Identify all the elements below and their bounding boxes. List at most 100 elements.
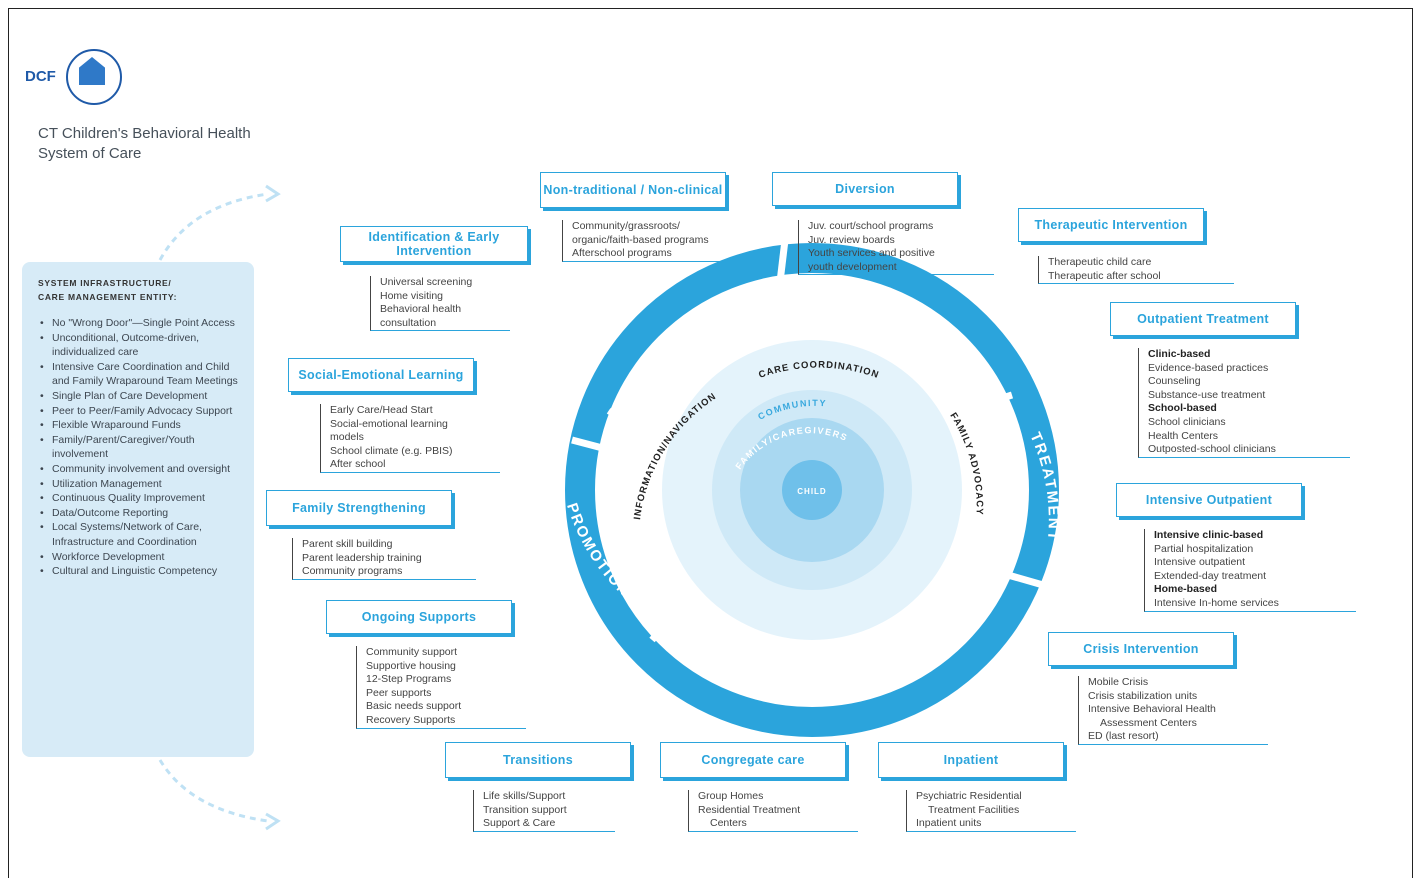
social-emotional-title: Social-Emotional Learning [288,358,474,392]
nontraditional-items: Community/grassroots/ organic/faith-base… [562,220,762,262]
ongoing-supports-title: Ongoing Supports [326,600,512,634]
infrastructure-item: Intensive Care Coordination and Child an… [38,360,240,389]
list-item: consultation [380,316,437,329]
title-line-1: CT Children's Behavioral Health [38,125,251,142]
infrastructure-item: Community involvement and oversight [38,462,240,477]
infrastructure-list: No "Wrong Door"—Single Point Access Unco… [38,316,240,579]
infrastructure-heading-line-2: CARE MANAGEMENT ENTITY: [38,292,178,302]
list-item: Centers [710,817,747,830]
intensive-outpatient-items: Intensive clinic-based Partial hospitali… [1144,529,1356,612]
intensive-outpatient-title: Intensive Outpatient [1116,483,1302,517]
diversion-items: Juv. court/school programs Juv. review b… [798,220,994,276]
infrastructure-heading: SYSTEM INFRASTRUCTURE/ CARE MANAGEMENT E… [38,276,240,304]
page-title: CT Children's Behavioral Health System o… [38,124,338,164]
dashed-arrow-top [158,184,281,261]
inpatient-title: Inpatient [878,742,1064,778]
list-item: Substance-use treatment [1148,388,1266,401]
crisis-intervention-items: Mobile Crisis Crisis stabilization units… [1078,676,1268,745]
infrastructure-item: Peer to Peer/Family Advocacy Support [38,404,240,419]
list-item: School clinicians [1148,415,1226,428]
infrastructure-item: Data/Outcome Reporting [38,506,240,521]
outpatient-title: Outpatient Treatment [1110,302,1296,336]
list-item: Therapeutic child care [1048,256,1152,268]
list-item: 12-Step Programs [366,673,452,686]
list-item: Home visiting [380,289,444,302]
list-item: Extended-day treatment [1154,569,1267,582]
crisis-intervention-title: Crisis Intervention [1048,632,1234,666]
infrastructure-panel: SYSTEM INFRASTRUCTURE/ CARE MANAGEMENT E… [22,262,254,757]
therapeutic-items: Therapeutic child care Therapeutic after… [1038,256,1234,285]
transitions-title: Transitions [445,742,631,778]
list-item: Afterschool programs [572,247,672,260]
list-item: Behavioral health [380,303,462,316]
list-item: Community programs [302,565,403,578]
list-item: Treatment Facilities [928,803,1020,816]
logo-circle-icon [66,49,122,105]
inpatient-items: Psychiatric Residential Treatment Facili… [906,790,1076,832]
list-item: Group Homes [698,790,764,802]
list-item: Residential Treatment [698,803,801,816]
diversion-title: Diversion [772,172,958,206]
list-item: After school [330,458,386,471]
infrastructure-item: Flexible Wraparound Funds [38,418,240,433]
list-item: Therapeutic after school [1048,269,1161,282]
list-item: Partial hospitalization [1154,542,1254,555]
list-item: Support & Care [483,817,556,830]
list-item: Juv. review boards [808,233,895,246]
list-item: Assessment Centers [1100,716,1197,729]
list-item: Community support [366,646,458,658]
nontraditional-title: Non-traditional / Non-clinical [540,172,726,208]
list-item: Social-emotional learning [330,417,448,430]
list-item: youth development [808,260,897,273]
list-item: Basic needs support [366,700,462,713]
infrastructure-item: Workforce Development [38,550,240,565]
list-subheading: Home-based [1154,583,1218,596]
infrastructure-item: Family/Parent/Caregiver/Youth involvemen… [38,433,240,462]
list-subheading: School-based [1148,402,1217,415]
list-item: Juv. court/school programs [808,220,934,232]
list-item: Parent skill building [302,538,393,550]
list-item: Life skills/Support [483,790,566,802]
list-item: Parent leadership training [302,551,422,564]
logo-text: DCF [25,68,56,85]
infrastructure-item: Continuous Quality Improvement [38,491,240,506]
congregate-care-title: Congregate care [660,742,846,778]
infrastructure-item: Cultural and Linguistic Competency [38,564,240,579]
list-item: Intensive Behavioral Health [1088,703,1216,716]
list-item: Early Care/Head Start [330,404,433,416]
list-item: Youth services and positive [808,247,935,260]
list-item: School climate (e.g. PBIS) [330,444,453,457]
infrastructure-item: Unconditional, Outcome-driven, individua… [38,331,240,360]
infrastructure-heading-line-1: SYSTEM INFRASTRUCTURE/ [38,278,172,288]
infrastructure-item: Local Systems/Network of Care, Infrastru… [38,520,240,549]
list-item: Transition support [483,803,567,816]
social-emotional-items: Early Care/Head Start Social-emotional l… [320,404,500,473]
list-subheading: Clinic-based [1148,348,1211,360]
list-item: Intensive In-home services [1154,596,1279,609]
list-item: Outposted-school clinicians [1148,443,1276,456]
list-item: Evidence-based practices [1148,361,1269,374]
title-line-2: System of Care [38,145,142,162]
list-item: Psychiatric Residential [916,790,1022,802]
list-item: Universal screening [380,276,473,288]
list-item: models [330,431,364,444]
congregate-care-items: Group Homes Residential Treatment Center… [688,790,858,832]
family-strengthening-title: Family Strengthening [266,490,452,526]
ongoing-supports-items: Community support Supportive housing 12-… [356,646,526,729]
list-subheading: Intensive clinic-based [1154,529,1264,541]
identification-title: Identification & Early Intervention [340,226,528,262]
dcf-logo: DCF [22,46,142,108]
list-item: Health Centers [1148,429,1219,442]
list-item: ED (last resort) [1088,730,1159,743]
list-item: Supportive housing [366,659,456,672]
infrastructure-item: Single Plan of Care Development [38,389,240,404]
list-item: Counseling [1148,375,1201,388]
page-frame [8,8,1413,878]
list-item: Crisis stabilization units [1088,689,1198,702]
dashed-arrow-bottom [158,759,281,831]
list-item: Community/grassroots/ [572,220,680,232]
family-strengthening-items: Parent skill building Parent leadership … [292,538,476,580]
list-item: Intensive outpatient [1154,556,1246,569]
outpatient-items: Clinic-based Evidence-based practices Co… [1138,348,1350,458]
list-item: Inpatient units [916,817,982,830]
